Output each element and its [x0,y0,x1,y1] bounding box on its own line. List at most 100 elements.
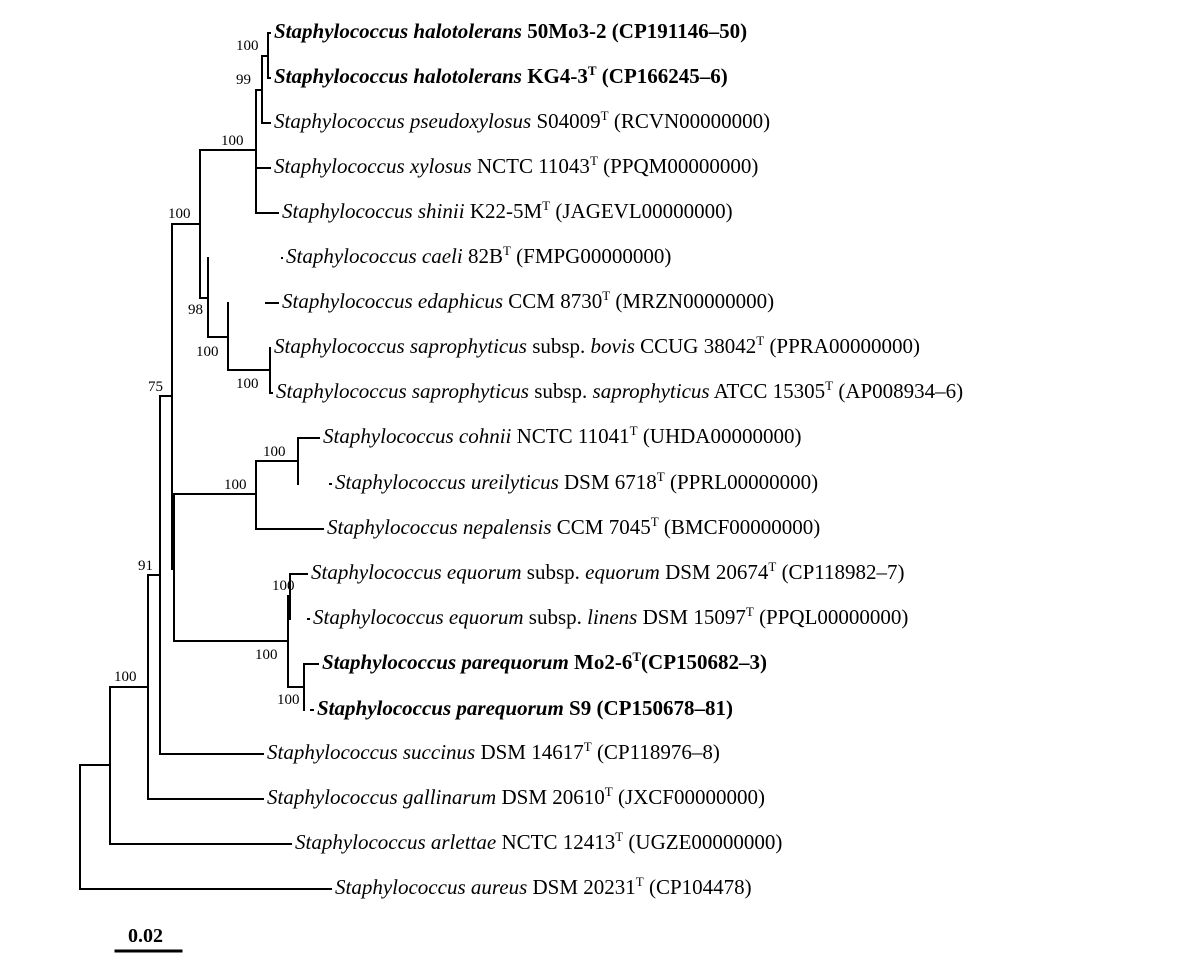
accession-number: (JAGEVL00000000) [555,199,733,223]
type-strain-mark: T [542,198,551,213]
type-strain-mark: T [745,604,754,619]
type-strain-mark: T [583,739,592,754]
genus-name: Staphylococcus [274,19,409,43]
leaf-label: Staphylococcus equorum subsp. linens DSM… [313,605,908,629]
type-strain-mark: T [629,423,638,438]
bootstrap-value: 100 [272,578,295,594]
genus-name: Staphylococcus [267,785,398,809]
strain-name: K22-5M [469,199,543,223]
species-name: caeli [421,244,463,268]
type-strain-mark: T [502,243,511,258]
strain-name: ATCC 15305 [713,379,826,403]
genus-name: Staphylococcus [323,424,454,448]
bootstrap-value: 100 [224,477,247,493]
species-name: saprophyticus [409,334,527,358]
leaf-label: Staphylococcus aureus DSM 20231T (CP1044… [335,875,752,899]
accession-number: (CP166245–6) [601,64,728,88]
type-strain-mark: T [615,829,624,844]
leaf-label: Staphylococcus arlettae NCTC 12413T (UGZ… [295,830,782,854]
genus-name: Staphylococcus [282,289,413,313]
bootstrap-value: 100 [196,344,219,360]
accession-number: (AP008934–6) [838,379,964,403]
species-name: ureilyticus [470,470,559,494]
type-strain-mark: T [587,63,597,78]
subspecies-abbreviation: subsp. [528,605,582,629]
accession-number: (JXCF00000000) [617,785,765,809]
genus-name: Staphylococcus [274,64,409,88]
accession-number: (PPRL00000000) [669,470,819,494]
accession-number: (PPQL00000000) [759,605,909,629]
leaf-label: Staphylococcus equorum subsp. equorum DS… [311,560,904,584]
accession-number: (CP118982–7) [781,560,905,584]
strain-name: S9 [569,696,592,720]
subspecies-abbreviation: subsp. [534,379,588,403]
strain-name: DSM 15097 [642,605,746,629]
accession-number: (UHDA00000000) [642,424,802,448]
accession-number: (CP150678–81) [596,696,733,720]
species-name: halotolerans [413,19,522,43]
strain-name: CCM 7045 [556,515,651,539]
type-strain-mark: T [589,153,598,168]
genus-name: Staphylococcus [311,560,442,584]
strain-name: NCTC 12413 [501,830,616,854]
leaf-label: Staphylococcus pseudoxylosus S04009T (RC… [274,109,770,133]
bootstrap-value: 100 [236,376,259,392]
accession-number: (CP118976–8) [596,740,720,764]
leaf-label: Staphylococcus caeli 82BT (FMPG00000000) [286,244,671,268]
genus-name: Staphylococcus [286,244,417,268]
type-strain-mark: T [756,333,765,348]
strain-name: KG4-3 [527,64,588,88]
strain-name: Mo2-6 [574,650,633,674]
species-name: edaphicus [417,289,504,313]
accession-number: (UGZE00000000) [628,830,783,854]
genus-name: Staphylococcus [335,470,466,494]
species-name: parequorum [461,650,569,674]
bootstrap-value: 100 [255,647,278,663]
species-name: nepalensis [462,515,552,539]
genus-name: Staphylococcus [295,830,426,854]
leaf-label: Staphylococcus saprophyticus subsp. bovi… [274,334,920,358]
bootstrap-value: 100 [168,206,191,222]
species-name: cohnii [458,424,512,448]
strain-name: CCUG 38042 [640,334,757,358]
accession-number: (PPQM00000000) [603,154,759,178]
leaf-label: Staphylococcus shinii K22-5MT (JAGEVL000… [282,199,733,223]
leaf-label: Staphylococcus saprophyticus subsp. sapr… [276,379,963,403]
subspecies-name: linens [587,605,638,629]
type-strain-mark: T [604,784,613,799]
accession-number: (FMPG00000000) [516,244,672,268]
type-strain-mark: T [632,649,642,664]
strain-name: DSM 14617 [480,740,584,764]
species-name: halotolerans [413,64,522,88]
species-name: gallinarum [402,785,497,809]
strain-name: 82B [467,244,503,268]
genus-name: Staphylococcus [274,109,405,133]
genus-name: Staphylococcus [335,875,466,899]
strain-name: NCTC 11041 [516,424,630,448]
strain-name: DSM 20231 [532,875,636,899]
leaf-label: Staphylococcus halotolerans 50Mo3-2 (CP1… [274,19,747,43]
accession-number: (CP191146–50) [611,19,748,43]
strain-name: NCTC 11043 [476,154,590,178]
type-strain-mark: T [650,514,659,529]
leaf-label: Staphylococcus succinus DSM 14617T (CP11… [267,740,720,764]
subspecies-name: saprophyticus [592,379,710,403]
genus-name: Staphylococcus [274,154,405,178]
species-name: arlettae [430,830,497,854]
bootstrap-value: 99 [236,72,251,88]
type-strain-mark: T [600,108,609,123]
genus-name: Staphylococcus [322,650,457,674]
subspecies-abbreviation: subsp. [526,560,580,584]
accession-number: (BMCF00000000) [663,515,821,539]
bootstrap-value: 100 [221,133,244,149]
type-strain-mark: T [825,378,834,393]
genus-name: Staphylococcus [274,334,405,358]
leaf-label: Staphylococcus parequorum S9 (CP150678–8… [317,696,733,720]
bootstrap-value: 91 [138,558,153,574]
strain-name: 50Mo3-2 [527,19,607,43]
genus-name: Staphylococcus [327,515,458,539]
subspecies-abbreviation: subsp. [532,334,586,358]
accession-number: (CP150682–3) [641,650,768,674]
leaf-label: Staphylococcus edaphicus CCM 8730T (MRZN… [282,289,774,313]
type-strain-mark: T [656,469,665,484]
